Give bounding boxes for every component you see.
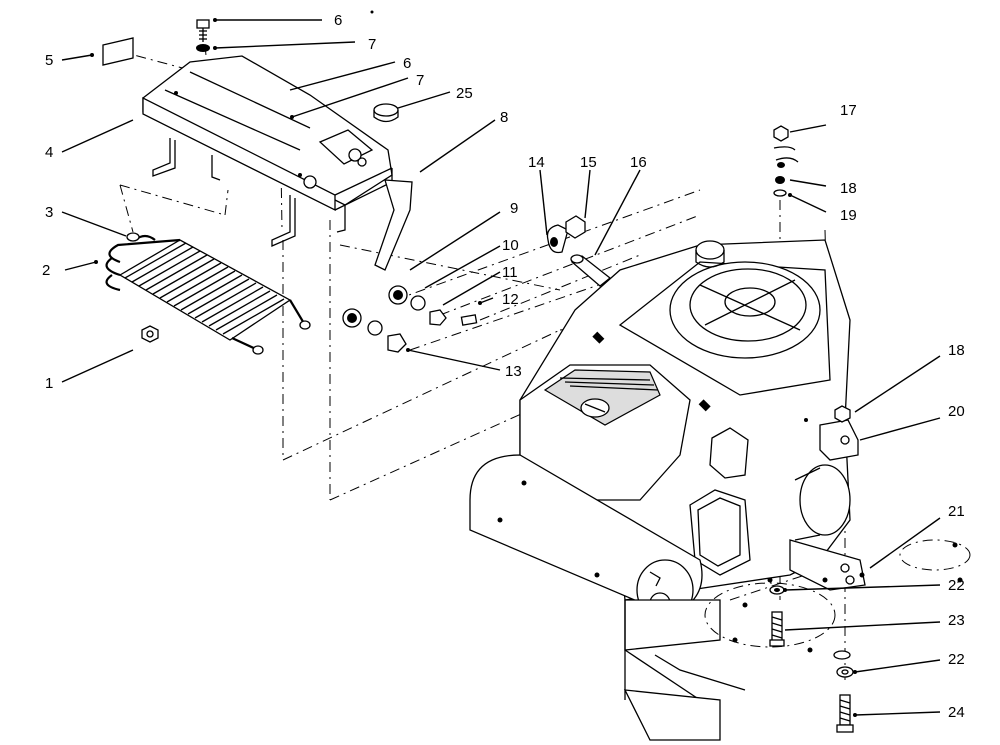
bolt-24 [836, 694, 854, 733]
pipe-nipple [570, 254, 612, 287]
callout-14: 14 [528, 154, 545, 171]
callout-22-lower: 22 [948, 651, 965, 668]
screw-23 [769, 611, 785, 647]
plug [373, 103, 399, 123]
callout-9: 9 [510, 200, 518, 217]
callout-2: 2 [42, 262, 50, 279]
callout-18-top: 18 [840, 180, 857, 197]
callout-13: 13 [505, 363, 522, 380]
callout-4: 4 [45, 144, 53, 161]
callout-19: 19 [840, 207, 857, 224]
callout-7-mid: 7 [416, 72, 424, 89]
hex-plug [565, 215, 586, 239]
callout-11: 11 [502, 264, 518, 281]
nut [141, 325, 159, 343]
callout-21: 21 [948, 503, 965, 520]
callout-6-top: 6 [334, 12, 342, 29]
callout-3: 3 [45, 204, 53, 221]
callout-17: 17 [840, 102, 857, 119]
hardware-stack-17-19 [773, 125, 799, 197]
elbow-fitting [546, 224, 569, 254]
callout-24: 24 [948, 704, 965, 721]
callout-8: 8 [500, 109, 508, 126]
leader-lines [61, 10, 941, 717]
callout-7-top: 7 [368, 36, 376, 53]
nut-18-lower [834, 405, 851, 423]
oil-cooler-shroud [142, 55, 413, 271]
callout-20: 20 [948, 403, 965, 420]
callout-labels: 1 2 3 4 5 6 6 7 7 8 9 10 11 12 13 14 15 … [42, 12, 965, 721]
callout-6-mid: 6 [403, 55, 411, 72]
decal [102, 37, 134, 66]
callout-18-lower: 18 [948, 342, 965, 359]
callout-22-upper: 22 [948, 577, 965, 594]
washer-22-upper [769, 585, 785, 595]
callout-23: 23 [948, 612, 965, 629]
fittings-9-13 [342, 285, 478, 353]
callout-5: 5 [45, 52, 53, 69]
callout-10: 10 [502, 237, 519, 254]
engine [469, 239, 971, 741]
callout-15: 15 [580, 154, 597, 171]
oil-cooler [105, 232, 311, 355]
callout-16: 16 [630, 154, 647, 171]
callout-1: 1 [45, 375, 53, 392]
callout-12: 12 [502, 291, 519, 308]
callout-25: 25 [456, 85, 473, 102]
cover-bolt-and-washer [196, 19, 210, 52]
washer-22-lower [836, 666, 854, 678]
